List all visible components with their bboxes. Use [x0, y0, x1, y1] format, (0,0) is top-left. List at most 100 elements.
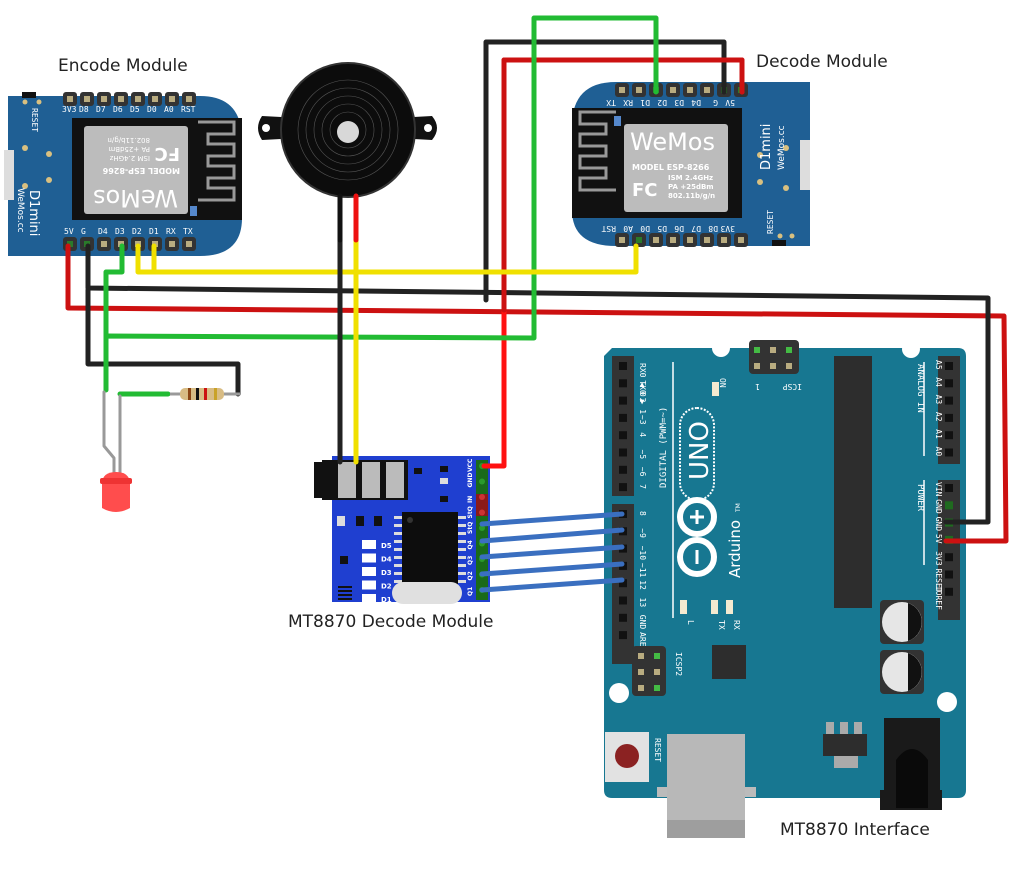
arduino-analog-pin [945, 431, 953, 440]
crystal [392, 582, 462, 604]
encode-antenna [198, 120, 236, 202]
arduino-digital-pin-label: TX0 ▶ 1 [638, 380, 647, 414]
mt8870-interface-label: MT8870 Interface [780, 820, 930, 840]
decode-pin-label: D7 [691, 224, 701, 233]
icsp2-pin [654, 669, 660, 675]
icsp2-pin [638, 669, 644, 675]
arduino-power-pin-label: GND [934, 517, 943, 532]
arduino-analog-pin [945, 362, 953, 370]
mt8870-ic [402, 512, 458, 590]
arduino-power-pin [945, 553, 953, 562]
arduino-analog-pin [945, 379, 953, 388]
arduino-power-pin [945, 501, 953, 510]
decode-pin-label: A0 [623, 224, 633, 233]
arduino-power-pin-label: 3V3 [934, 551, 943, 566]
arduino-digital-pin [619, 579, 627, 588]
mt8870-led-label: D3 [381, 569, 392, 577]
piezo-buzzer [258, 62, 437, 198]
uno-logo: UNO [685, 421, 715, 480]
mt8870-pin [479, 525, 485, 531]
arduino-digital-pin-label: ~5 [638, 450, 647, 460]
mt8870-led [362, 567, 376, 576]
mt8870-led-label: D5 [381, 542, 392, 550]
decode-pin-label: D3 [674, 98, 684, 107]
decode-pin-label: TX [606, 98, 616, 107]
encode-pin-label: TX [183, 227, 193, 236]
arduino-digital-pin [619, 362, 627, 370]
mt8870-pin-label: Q4 [467, 540, 474, 549]
icsp-pin [770, 347, 776, 353]
mt8870-pin-label: GND [467, 473, 474, 488]
svg-text:ISM 2.4GHz: ISM 2.4GHz [668, 174, 713, 182]
encode-module-board: RESET WeMos MODEL ESP-8266 FC ISM 2.4GHz… [4, 92, 242, 256]
wire-q2 [479, 561, 625, 577]
decode-pin-label: 5V [725, 98, 735, 107]
wire-gnd-resistor [85, 287, 241, 397]
encode-pin-label: D5 [130, 105, 140, 114]
mt8870-pin-label: Q3 [467, 556, 474, 565]
mt8870-led [362, 580, 376, 590]
wires [65, 15, 1009, 593]
atmega-chip [834, 356, 872, 608]
arduino-analog-pin-label: A4 [934, 377, 943, 387]
svg-text:PA +25dBm: PA +25dBm [668, 183, 714, 191]
arduino-power-pin [945, 484, 953, 492]
arduino-digital-pin-label: 13 [638, 598, 647, 608]
decode-pin-label: RST [601, 224, 616, 233]
svg-text:ICSP: ICSP [783, 382, 802, 391]
mt8870-pin [479, 509, 485, 516]
encode-esp-chip [84, 126, 188, 214]
arduino-digital-pin [619, 631, 627, 640]
mt8870-pin-label: StQ [467, 506, 474, 518]
mt8870-led-label: D4 [381, 556, 392, 564]
decode-esp-chip [624, 124, 728, 212]
decode-board-name: D1mini [759, 124, 774, 170]
decode-pin-label: D6 [674, 224, 684, 233]
mt8870-pin-label: Q2 [467, 571, 474, 580]
decode-pin-label: D8 [708, 224, 718, 233]
icsp2-pin [638, 685, 644, 691]
wire-d1-d3 [103, 15, 659, 393]
encode-pin-label: D3 [115, 227, 125, 236]
mt8870-pin [479, 478, 485, 485]
svg-text:ANALOG IN: ANALOG IN [915, 364, 925, 413]
arduino-digital-pin-label: ~10 [638, 546, 647, 561]
svg-text:ON: ON [718, 378, 727, 388]
arduino-power-pin-label: IOREF [934, 586, 943, 610]
arduino-analog-pin-label: A1 [934, 429, 943, 439]
icsp-pin [786, 347, 792, 353]
arduino-power-pin-label: RESET [934, 569, 943, 593]
encode-pin-label: D1 [149, 227, 159, 236]
mt8870-led-label: D2 [381, 583, 392, 591]
decode-module-label: Decode Module [756, 52, 888, 72]
encode-module-label: Encode Module [58, 56, 188, 76]
encode-reset-label: RESET [30, 108, 39, 132]
arduino-digital-pin [619, 448, 627, 457]
decode-antenna [578, 110, 616, 192]
arduino-reset-button[interactable] [605, 732, 649, 782]
arduino-digital-pin-label: ~3 [638, 415, 647, 425]
mt8870-led-label: D1 [381, 596, 392, 604]
icsp-pin [770, 363, 776, 369]
wire-q3 [479, 544, 625, 560]
svg-text:RX: RX [732, 620, 741, 630]
encode-pin-label: 3V3 [62, 105, 77, 114]
decode-pin-label: D0 [640, 224, 650, 233]
decode-board-brand: WeMos.cc [777, 125, 787, 170]
arduino-analog-pin-label: A2 [934, 412, 943, 422]
arduino-digital-pin-label: 12 [638, 580, 647, 590]
encode-pin-label: RST [181, 105, 196, 114]
icsp2-pin [654, 653, 660, 659]
svg-text:FC: FC [154, 143, 180, 164]
arduino-digital-pin [619, 613, 627, 622]
icsp-pin [754, 363, 760, 369]
encode-pin-label: RX [166, 227, 176, 236]
wire-q4 [479, 527, 625, 544]
arduino-digital-pin-label: RX0 ◀ 0 [638, 363, 647, 397]
decode-pin-label: D2 [657, 98, 667, 107]
svg-text:802.11b/g/n: 802.11b/g/n [107, 136, 150, 144]
icsp-pin [754, 347, 760, 353]
